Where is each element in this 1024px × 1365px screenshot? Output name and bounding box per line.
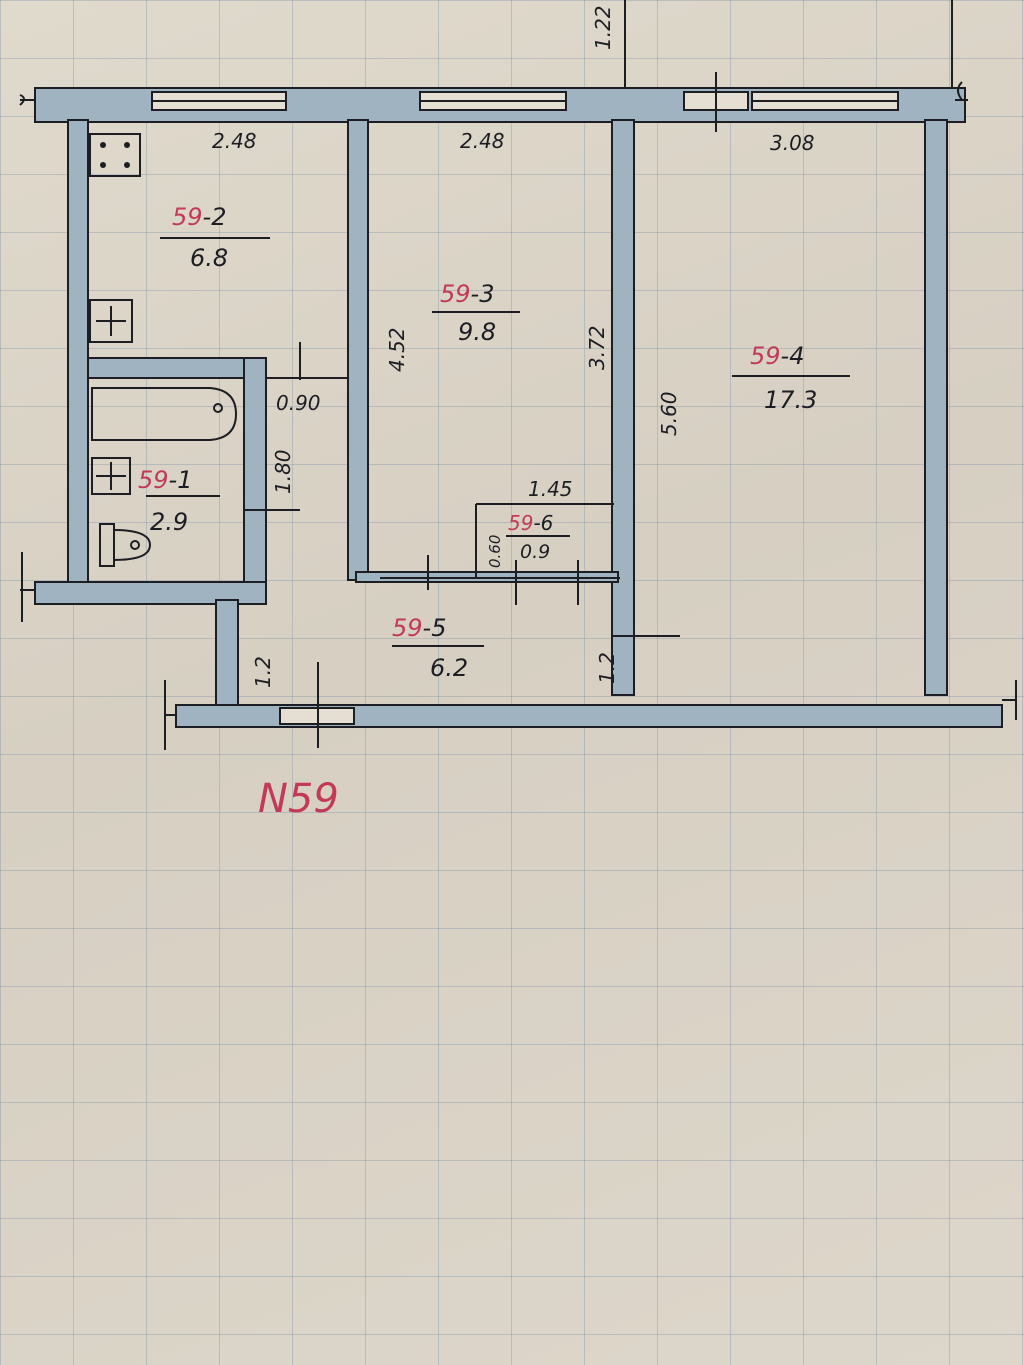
outer-left-wall: [67, 119, 89, 583]
room-code-59-5: 59-5: [392, 614, 446, 642]
room-code-59-1: 59-1: [138, 466, 192, 494]
room-code-59-4: 59-4: [750, 342, 804, 370]
wall-bath-right: [243, 357, 267, 605]
sink-icon: [89, 299, 133, 343]
dim-room3-width: 2.48: [460, 129, 505, 153]
dim-room4-height: 5.60: [657, 391, 681, 436]
dim-bath-height: 1.80: [271, 449, 295, 494]
stove-icon: [89, 133, 141, 177]
apartment-number: N59: [258, 776, 339, 822]
walls: [34, 87, 1003, 728]
room-area-59-5: 6.2: [430, 654, 468, 682]
room-area-59-3: 9.8: [458, 318, 496, 346]
wall-room3-room4: [611, 119, 635, 696]
room-area-59-6: 0.9: [520, 541, 550, 563]
room-code-59-3: 59-3: [440, 280, 494, 308]
dim-closet-depth: 0.60: [486, 535, 504, 568]
dim-room4-width: 3.08: [770, 131, 815, 155]
room-area-59-1: 2.9: [150, 508, 188, 536]
room-code-59-2: 59-2: [172, 203, 226, 231]
break-marks: [19, 81, 1017, 750]
room-area-59-2: 6.8: [190, 244, 228, 272]
wall-bottom-left: [34, 581, 267, 605]
area-fraction-lines: [146, 237, 850, 647]
top-dimension: 1.22: [591, 5, 615, 50]
wall-kitchen-bath: [87, 357, 267, 379]
dim-kitchen-width: 2.48: [212, 129, 257, 153]
wall-hall-left: [215, 599, 239, 709]
room-code-59-6: 59-6: [508, 511, 553, 535]
dim-room3-left-height: 4.52: [385, 327, 409, 372]
bathtub-icon: [91, 387, 238, 441]
partition-ticks: [245, 342, 680, 637]
dim-door-width: 0.90: [276, 391, 321, 415]
room-area-59-4: 17.3: [764, 386, 817, 414]
dim-room3-right-height: 3.72: [585, 325, 609, 370]
dim-closet-width: 1.45: [528, 477, 573, 501]
dim-hall-right: 1.2: [595, 652, 619, 684]
window-lines: [152, 72, 898, 132]
wall-kitchen-room3: [347, 119, 369, 581]
toilet-icon: [99, 523, 152, 567]
dim-hall-left: 1.2: [251, 656, 275, 688]
outer-right-wall: [924, 119, 948, 696]
washbasin-icon: [91, 457, 131, 495]
